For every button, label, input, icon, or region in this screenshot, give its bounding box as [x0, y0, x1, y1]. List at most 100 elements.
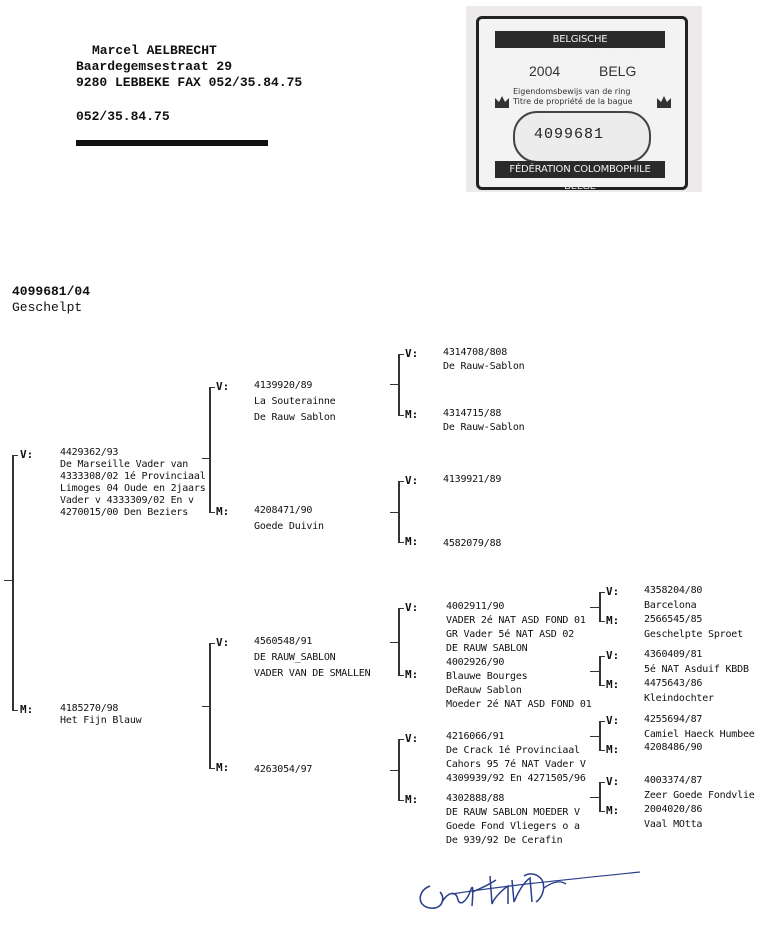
connector	[209, 643, 215, 644]
entry-line: 4302888/88	[446, 793, 505, 804]
entry-line: De Rauw-Sablon	[443, 361, 525, 372]
breeder-city-fax: 9280 LEBBEKE FAX 052/35.84.75	[76, 75, 303, 90]
gen2-bracket-bottom	[209, 643, 211, 769]
entry-line: Vaal MOtta	[644, 819, 703, 830]
connector	[12, 455, 18, 456]
sire-label: V:	[405, 601, 419, 614]
entry-line: 4216066/91	[446, 731, 505, 742]
dam-label: M:	[606, 804, 620, 817]
connector	[398, 800, 404, 801]
entry-line: 2566545/85	[644, 614, 703, 625]
ggg-entry: 4360409/81 5é NAT Asduif KBDB	[644, 649, 749, 676]
connector	[599, 750, 605, 751]
entry-line: Zeer Goede Fondvlie	[644, 790, 755, 801]
connector	[599, 721, 605, 722]
connector	[599, 685, 605, 686]
dam-label: M:	[216, 505, 230, 518]
entry-line: 4255694/87	[644, 714, 703, 725]
entry-line: GR Vader 5é NAT ASD 02	[446, 629, 575, 640]
dam-dam-entry: 4263054/97	[254, 764, 312, 776]
gen3-bracket-3	[398, 608, 400, 676]
certificate-country: BELG	[599, 63, 637, 79]
signature	[412, 862, 652, 927]
gen4-bracket-3	[599, 721, 601, 751]
sire-label: V:	[20, 448, 34, 461]
connector	[12, 710, 18, 711]
dam-label: M:	[606, 678, 620, 691]
dam-label: M:	[216, 761, 230, 774]
entry-line: 4208486/90	[644, 742, 703, 753]
entry-line: De 939/92 De Cerafin	[446, 835, 563, 846]
certificate-line-1: Eigendomsbewijs van de ring	[513, 87, 631, 96]
entry-line: VADER VAN DE SMALLEN	[254, 668, 371, 679]
entry-line: 4139921/89	[443, 474, 502, 485]
connector	[209, 768, 215, 769]
connector	[599, 592, 605, 593]
entry-line: 4360409/81	[644, 649, 703, 660]
gen3-bracket-1	[398, 354, 400, 416]
certificate-bottom-band: FÉDÉRATION COLOMBOPHILE BELGE	[495, 161, 665, 192]
ggg-entry: 4208486/90	[644, 742, 702, 754]
dam-label: M:	[405, 408, 419, 421]
entry-line: Goede Duivin	[254, 521, 324, 532]
dam-label: M:	[405, 668, 419, 681]
gen3-bracket-4	[398, 739, 400, 801]
connector	[599, 621, 605, 622]
connector	[398, 675, 404, 676]
entry-line: 4002911/90	[446, 601, 505, 612]
ggg-entry: 2004020/86 Vaal MOtta	[644, 804, 702, 831]
entry-line: 4003374/87	[644, 775, 703, 786]
entry-line: 4429362/93	[60, 447, 119, 458]
gen4-bracket-4	[599, 782, 601, 812]
ggg-entry: 2566545/85 Geschelpte Sproet	[644, 614, 743, 641]
connector	[209, 387, 215, 388]
sire-sire-entry: 4139920/89 La Souterainne De Rauw Sablon	[254, 380, 336, 424]
entry-line: 4309939/92 En 4271505/96	[446, 773, 586, 784]
ggg-entry: 4475643/86 Kleindochter	[644, 678, 714, 705]
entry-line: 5é NAT Asduif KBDB	[644, 664, 749, 675]
sire-label: V:	[405, 347, 419, 360]
connector	[390, 642, 399, 643]
entry-line: 4263054/97	[254, 764, 313, 775]
entry-line: 4582079/88	[443, 538, 502, 549]
entry-line: VADER 2é NAT ASD FOND 01	[446, 615, 586, 626]
entry-line: De Rauw Sablon	[254, 412, 336, 423]
connector	[590, 607, 600, 608]
entry-line: Barcelona	[644, 600, 697, 611]
gen4-bracket-1	[599, 592, 601, 622]
entry-line: DeRauw Sablon	[446, 685, 522, 696]
connector	[590, 671, 600, 672]
connector	[398, 415, 404, 416]
entry-line: DE RAUW_SABLON	[254, 652, 336, 663]
entry-line: 4270015/00 Den Beziers	[60, 507, 189, 518]
certificate-ring-number: 4099681	[534, 126, 605, 143]
connector	[599, 656, 605, 657]
gen2-bracket-top	[209, 387, 211, 513]
breeder-name: Marcel AELBRECHT	[92, 43, 217, 58]
sire-label: V:	[405, 474, 419, 487]
entry-line: De Rauw-Sablon	[443, 422, 525, 433]
connector	[202, 706, 210, 707]
connector	[590, 797, 600, 798]
sire-entry: 4429362/93 De Marseille Vader van 433330…	[60, 447, 206, 519]
entry-line: Kleindochter	[644, 693, 714, 704]
ggg-entry: 4358204/80 Barcelona	[644, 585, 702, 612]
entry-line: 4314708/808	[443, 347, 508, 358]
header-rule	[76, 140, 268, 146]
entry-line: DE RAUW SABLON MOEDER V	[446, 807, 580, 818]
certificate-top-band: BELGISCHE DUIVENLIEFHEBBERSBOND	[495, 31, 665, 62]
great-grandparent-entry: 4582079/88	[443, 538, 501, 550]
sire-label: V:	[405, 732, 419, 745]
crown-icon	[493, 93, 511, 114]
dam-label: M:	[405, 793, 419, 806]
entry-line: La Souterainne	[254, 396, 336, 407]
entry-line: 4475643/86	[644, 678, 703, 689]
breeder-street: Baardegemsestraat 29	[76, 59, 233, 74]
entry-line: Geschelpte Sproet	[644, 629, 743, 640]
ggg-entry: 4255694/87 Camiel Haeck Humbee	[644, 714, 755, 741]
sire-label: V:	[606, 585, 620, 598]
great-grandparent-entry: 4002926/90 Blauwe Bourges DeRauw Sablon …	[446, 657, 592, 711]
entry-line: DE RAUW SABLON	[446, 643, 528, 654]
connector	[599, 811, 605, 812]
sire-label: V:	[216, 380, 230, 393]
